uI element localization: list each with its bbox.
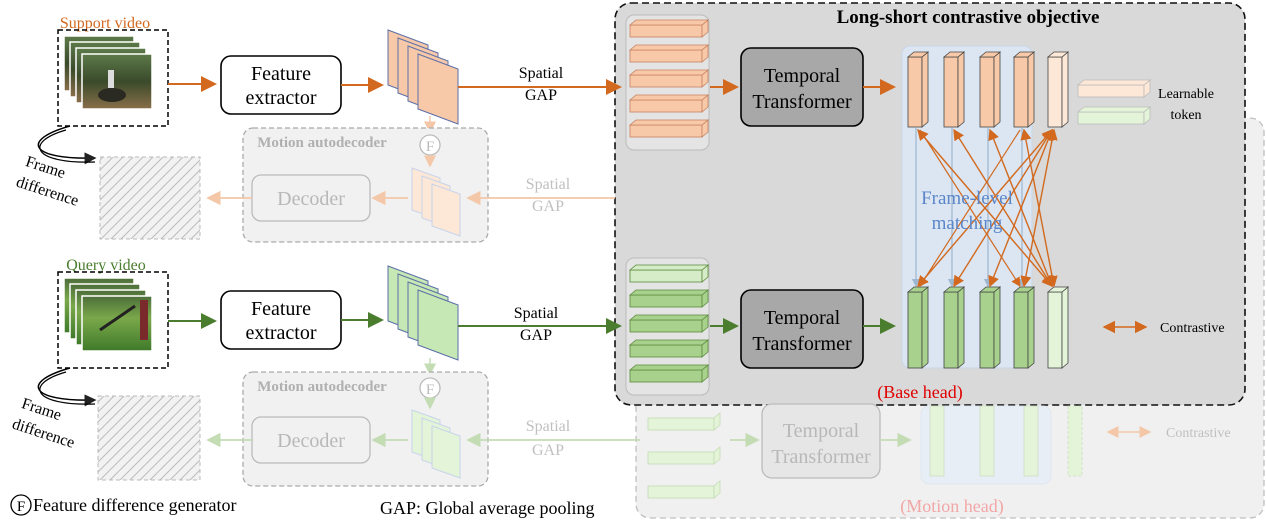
frame-level-matching-l1: Frame-level [921,188,1013,209]
contrastive-legend-label: Contrastive [1160,321,1225,336]
frame-diff-support-arrow [37,125,97,165]
f-legend-icon [10,494,32,516]
base-head-label: (Base head) [877,382,962,403]
spatial-gap-query-faded-l2: GAP [532,442,564,459]
query-video-frames [57,271,169,369]
support-video-label: Support video [60,15,150,32]
long-short-title: Long-short contrastive objective [837,7,1100,28]
support-tokens [628,19,710,138]
temporal-transformer-support-l1: Temporal [764,65,841,87]
learnable-token-icons [1076,79,1152,125]
motion-feature-columns [929,405,1083,477]
temporal-transformer-motion [761,403,881,479]
legend-feature-diff: Feature difference generator [33,495,237,515]
support-video-frames [57,29,169,127]
f-generator-support-symbol: F [426,139,434,155]
support-feature-columns [906,51,1070,128]
query-motion-maps [411,409,461,479]
feature-extractor-support-l2: extractor [245,87,316,109]
spatial-gap-support-faded-l2: GAP [532,198,564,215]
temporal-transformer-support [740,47,864,127]
motion-autodecoder-support-label: Motion autodecoder [257,135,387,151]
f-generator-query-symbol: F [426,382,434,398]
frame-diff-query-l2: difference [10,416,77,452]
query-video-label: Query video [66,257,146,274]
decoder-query-label: Decoder [277,430,345,452]
feature-extractor-support-l1: Feature [251,63,311,85]
motion-head-tokens [647,412,721,499]
query-tokens [628,264,710,383]
frame-diff-query-arrow [37,367,97,407]
learnable-token-l1: Learnable [1158,87,1214,102]
support-feature-maps [387,29,459,125]
motion-head-label: (Motion head) [900,496,1003,517]
spatial-gap-support-l2: GAP [525,87,557,104]
feature-extractor-query-l2: extractor [245,322,316,344]
temporal-transformer-query-l1: Temporal [764,307,841,329]
decoder-support-label: Decoder [277,188,345,210]
f-legend-symbol: F [17,499,25,515]
frame-diff-support-l2: difference [14,174,81,210]
spatial-gap-query-l1: Spatial [514,305,559,322]
spatial-gap-query-l2: GAP [520,327,552,344]
feature-extractor-query-l1: Feature [251,298,311,320]
temporal-transformer-motion-l1: Temporal [783,420,860,442]
frame-level-matching-l2: matching [932,213,1003,234]
query-feature-maps [387,265,459,361]
temporal-transformer-motion-l2: Transformer [771,446,871,468]
temporal-transformer-query [740,289,864,369]
legend-gap: GAP: Global average pooling [380,498,594,518]
motion-autodecoder-query-label: Motion autodecoder [257,379,387,395]
query-frame-difference-images [97,395,201,481]
learnable-token-l2: token [1170,108,1201,123]
contrastive-motion-label: Contrastive [1166,426,1231,441]
spatial-gap-query-faded-l1: Spatial [526,418,571,435]
temporal-transformer-query-l2: Transformer [752,333,852,355]
support-frame-difference-images [99,156,201,240]
spatial-gap-support-l1: Spatial [519,65,564,82]
temporal-transformer-support-l2: Transformer [752,91,852,113]
contrastive-links [917,128,1058,288]
spatial-gap-support-faded-l1: Spatial [526,176,571,193]
query-feature-columns [906,286,1070,369]
support-motion-maps [411,167,461,237]
